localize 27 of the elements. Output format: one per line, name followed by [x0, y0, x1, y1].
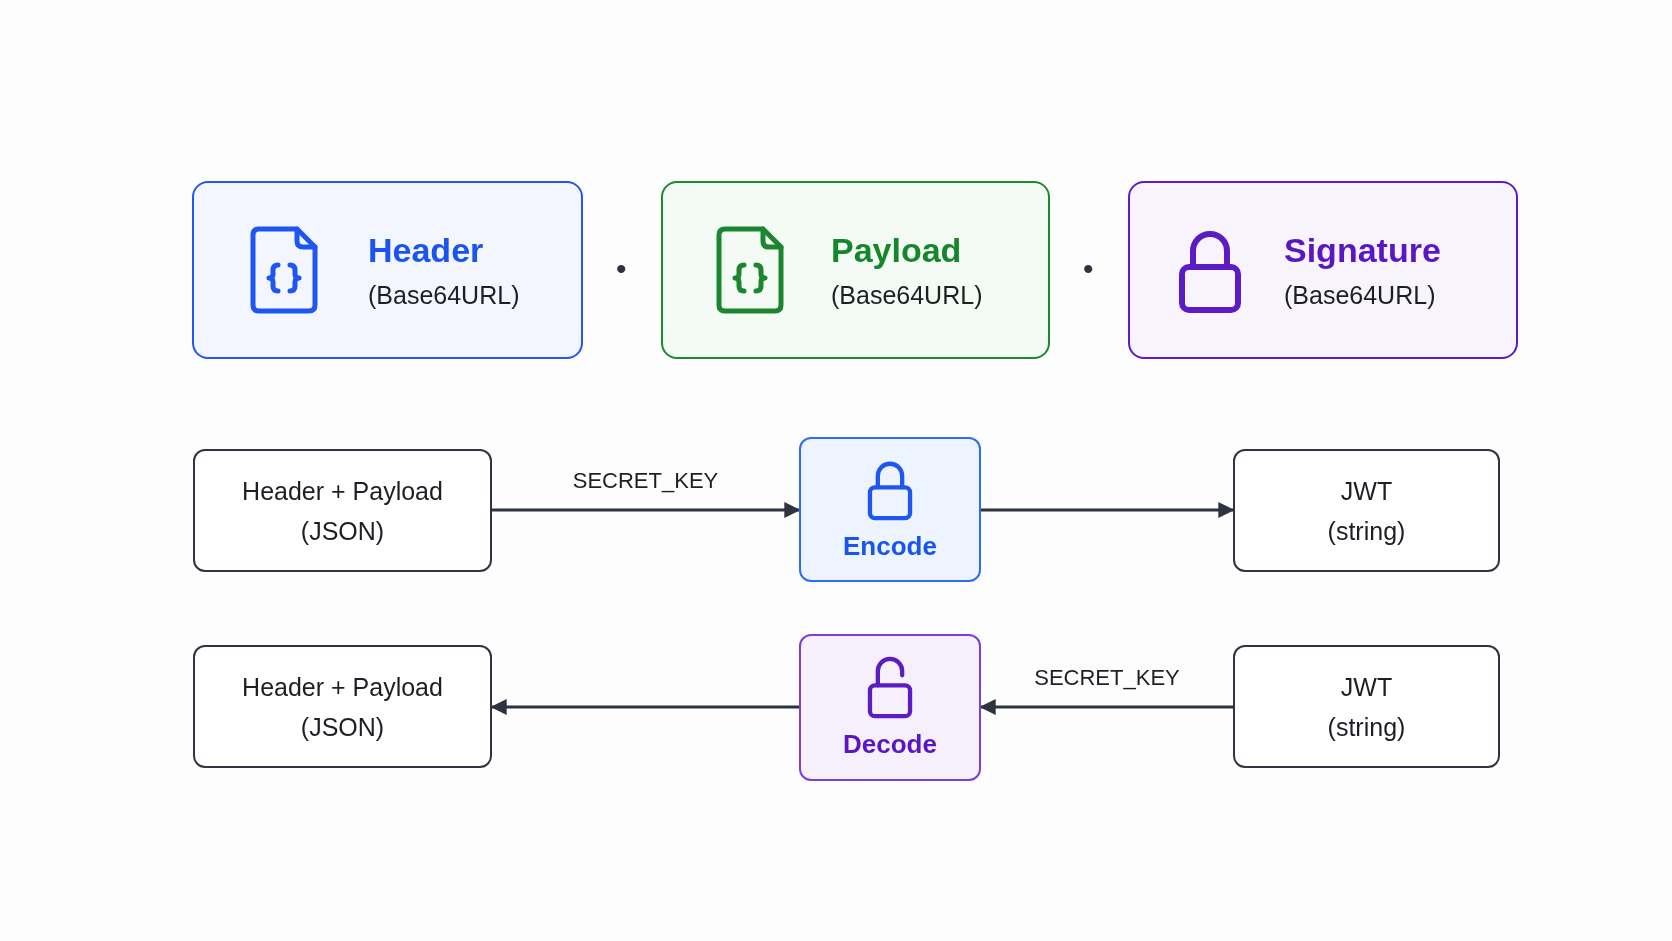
arrow: [490, 699, 799, 715]
box-label: JWT (string): [1326, 671, 1407, 743]
card-subtitle: (Base64URL): [831, 280, 983, 310]
separator-dot: •: [1083, 254, 1094, 284]
box-label: JWT (string): [1326, 475, 1407, 547]
step-label: Encode: [843, 530, 937, 562]
card-subtitle: (Base64URL): [1284, 280, 1436, 310]
arrow: [979, 699, 1233, 715]
arrow: [492, 502, 801, 518]
box-label: Header + Payload (JSON): [241, 475, 444, 547]
box-label: Header + Payload (JSON): [241, 671, 444, 743]
token-part-card: [192, 181, 583, 359]
card-title: Payload: [831, 230, 962, 271]
separator-dot: •: [616, 254, 627, 284]
process-box: [1233, 645, 1500, 768]
process-box: [193, 449, 492, 572]
process-box: [799, 437, 981, 582]
process-box: [193, 645, 492, 768]
arrow: [981, 502, 1235, 518]
process-box: [1233, 449, 1500, 572]
process-box: [799, 634, 981, 781]
step-label: Decode: [843, 728, 937, 760]
card-title: Header: [368, 230, 484, 271]
card-subtitle: (Base64URL): [368, 280, 520, 310]
token-part-card: [661, 181, 1050, 359]
token-part-card: [1128, 181, 1518, 359]
card-title: Signature: [1284, 230, 1441, 271]
